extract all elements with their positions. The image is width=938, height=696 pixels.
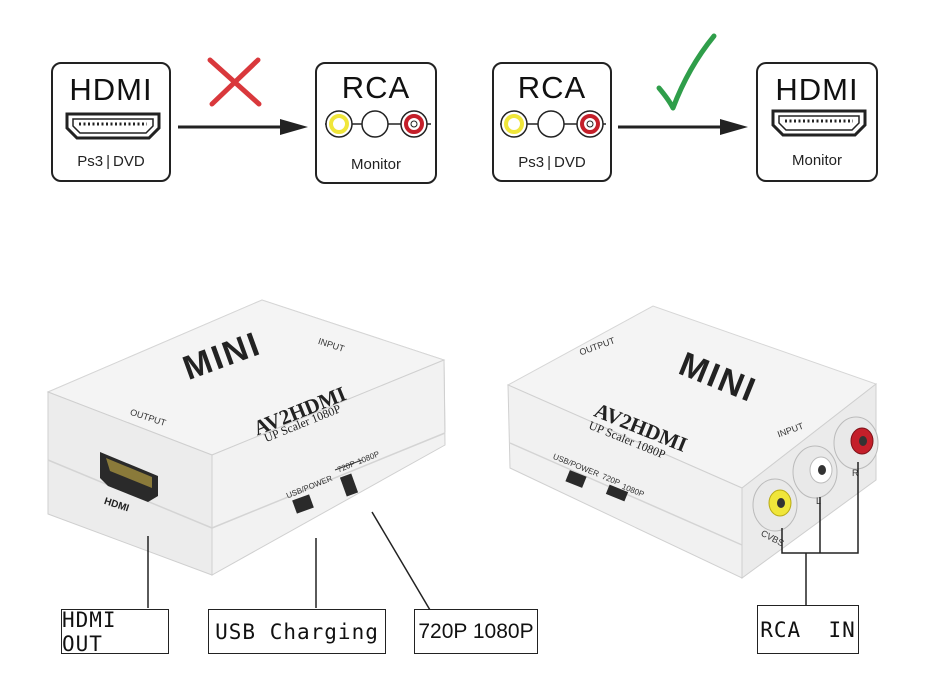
rca-target-box: RCA Monitor <box>315 62 437 184</box>
resolution-callout: 720P 1080P <box>414 609 538 654</box>
right-device-l-label: L <box>816 496 822 506</box>
hdmi-target-sub: Monitor <box>791 152 843 169</box>
source-sub-right: DVD <box>554 154 586 171</box>
rca-jacks-icon <box>325 110 431 138</box>
hdmi-port-icon <box>771 109 867 137</box>
rca-source-box: RCA Ps3|DVD <box>492 62 612 182</box>
hdmi-port-icon <box>65 112 161 140</box>
source-sub-left: Ps3 <box>518 154 545 171</box>
source-sub-right: DVD <box>113 153 145 170</box>
hdmi-target-box: HDMI Monitor <box>756 62 878 182</box>
hdmi-target-title: HDMI <box>775 72 859 107</box>
rca-target-sub: Monitor <box>350 156 402 173</box>
source-sub-left: Ps3 <box>77 153 104 170</box>
rca-in-callout: RCA IN <box>757 605 859 654</box>
hdmi-source-title: HDMI <box>69 72 153 107</box>
rca-jacks-icon <box>500 110 606 138</box>
right-device-r-label: R <box>852 468 859 478</box>
hdmi-out-callout: HDMI OUT <box>61 608 169 656</box>
hdmi-source-sub: Ps3|DVD <box>77 153 145 170</box>
usb-charging-callout: USB Charging <box>208 609 386 654</box>
hdmi-source-box: HDMI Ps3|DVD <box>51 62 171 182</box>
rca-source-sub: Ps3|DVD <box>518 154 586 171</box>
rca-target-title: RCA <box>341 70 411 105</box>
rca-source-title: RCA <box>517 70 587 105</box>
